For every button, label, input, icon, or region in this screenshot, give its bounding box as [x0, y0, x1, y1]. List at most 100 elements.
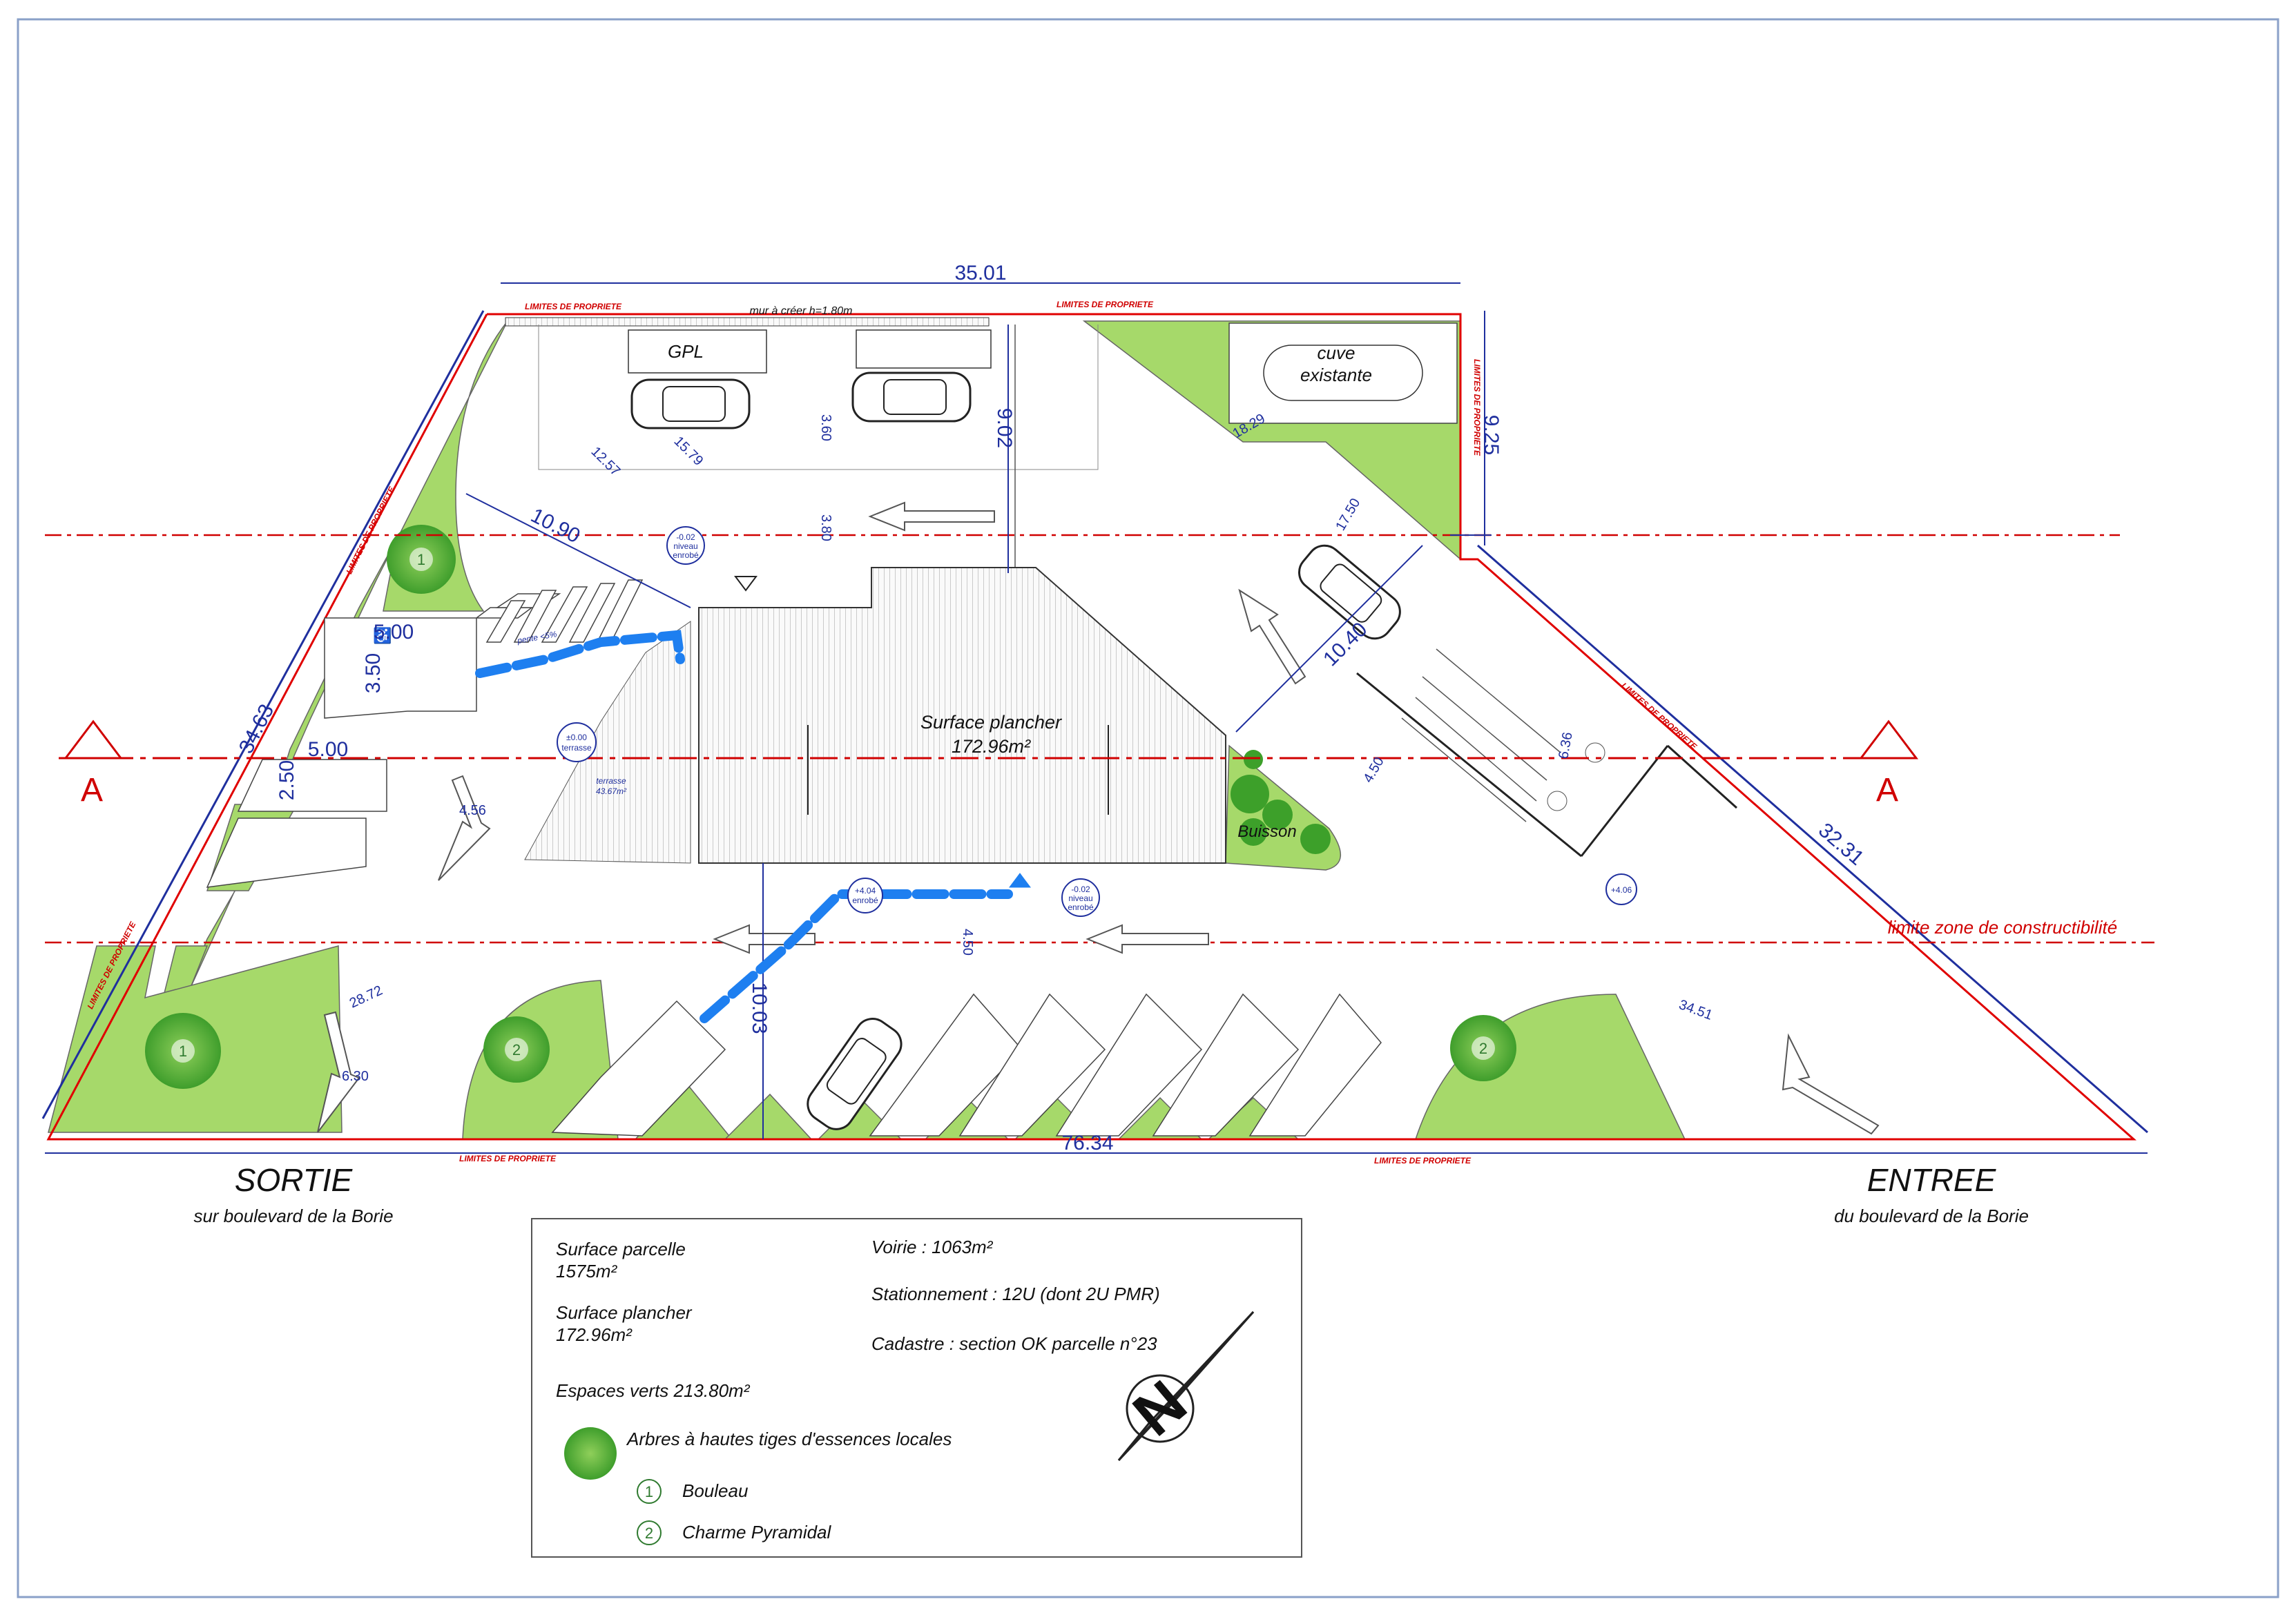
tree-2-bottom-left: 2	[483, 1016, 550, 1083]
svg-text:niveau: niveau	[673, 541, 697, 551]
dim-road-depth: 10.03	[748, 982, 771, 1034]
tree-1-left-bottom: 1	[145, 1013, 221, 1089]
property-label-right: LIMITES DE PROPRIETE	[1619, 681, 1699, 752]
level-tag-terrace: ±0.00 terrasse	[557, 722, 597, 762]
dim-small-b: 12.57	[588, 444, 623, 479]
section-marker-right	[1858, 719, 1919, 760]
svg-text:-0.02: -0.02	[1071, 884, 1090, 894]
level-tag-bottom-1: +4.04 enrobé	[847, 878, 883, 913]
dim-small-m: 6.36	[1556, 731, 1575, 760]
wall-label: mur à créer h=1.80m	[750, 305, 853, 317]
tree-2-bottom-right: 2	[1450, 1015, 1516, 1081]
legend-tree2-name: Charme Pyramidal	[682, 1522, 832, 1543]
car-right	[1298, 544, 1401, 640]
legend-green-spaces: Espaces verts 213.80m²	[556, 1380, 751, 1401]
entree-sub: du boulevard de la Borie	[1834, 1206, 2029, 1226]
dim-small-g: 4.50	[960, 929, 975, 956]
dim-stall-width-2: 2.50	[276, 760, 298, 800]
entree-label: ENTREE	[1867, 1162, 1997, 1198]
dim-small-j: 28.72	[347, 983, 385, 1011]
legend-tree2-marker	[637, 1520, 662, 1545]
dim-left-edge: 34.63	[235, 701, 278, 757]
property-label-top-right: LIMITES DE PROPRIETE	[1057, 300, 1154, 309]
legend-tree1-num: 1	[645, 1483, 653, 1500]
legend-floor-title: Surface plancher	[556, 1302, 693, 1323]
svg-text:2: 2	[512, 1041, 521, 1058]
dim-small-a: 15.79	[671, 434, 706, 469]
left-edge-line	[41, 310, 485, 1119]
legend-box: Surface parcelle 1575m² Surface plancher…	[531, 1218, 1302, 1558]
wall-top	[505, 317, 990, 327]
tree-1-left-top: 1	[387, 525, 456, 594]
svg-text:enrobé: enrobé	[673, 550, 699, 560]
dim-bottom-width: 76.34	[1061, 1132, 1113, 1154]
dim-parking-top: 9.02	[993, 408, 1016, 448]
legend-stationnement: Stationnement : 12U (dont 2U PMR)	[871, 1284, 1160, 1304]
property-label-right-top: LIMITES DE PROPRIETE	[1472, 359, 1482, 456]
car-bottom	[807, 1018, 903, 1130]
level-marker-top	[734, 576, 758, 592]
building-label: Surface plancher	[920, 712, 1062, 733]
right-canopy	[1356, 672, 1738, 858]
svg-text:terrasse: terrasse	[561, 743, 592, 753]
level-marker-bottom	[1009, 873, 1031, 888]
property-label-bottom-left: LIMITES DE PROPRIETE	[459, 1154, 557, 1163]
building-footprint	[698, 567, 1226, 864]
level-tag-right: +4.06	[1605, 873, 1637, 905]
top-parking-outline	[538, 325, 1099, 470]
constructibility-label: limite zone de constructibilité	[1888, 917, 2117, 938]
dim-right-top: 9.25	[1480, 415, 1503, 455]
legend-cadastre: Cadastre : section OK parcelle n°23	[871, 1333, 1157, 1354]
crosswalk	[474, 579, 644, 643]
property-label-top-left: LIMITES DE PROPRIETE	[525, 302, 622, 311]
dim-small-i: 4.56	[459, 803, 486, 818]
gpl-label: GPL	[668, 341, 704, 362]
svg-text:-0.02: -0.02	[676, 532, 695, 542]
pmr-icon-left: ♿	[373, 627, 392, 644]
pmr-path-bottom	[700, 889, 1013, 1023]
dim-diag-left: 10.90	[527, 504, 583, 548]
legend-tree1-marker	[637, 1479, 662, 1504]
green-bottom-4	[724, 1093, 813, 1140]
svg-text:enrobé: enrobé	[852, 896, 878, 905]
car-top-right	[851, 371, 972, 423]
bottom-stalls	[551, 993, 1382, 1137]
sortie-label: SORTIE	[235, 1162, 354, 1198]
building-area: 172.96m²	[952, 736, 1031, 757]
svg-text:enrobé: enrobé	[1068, 902, 1094, 912]
svg-text:±0.00: ±0.00	[566, 733, 587, 742]
terrace-area: 43.67m²	[596, 786, 627, 796]
right-stripes	[1401, 648, 1561, 822]
property-boundary	[46, 313, 2136, 1141]
level-tag-bottom-2: -0.02 niveau enrobé	[1061, 878, 1100, 917]
svg-text:1: 1	[179, 1043, 187, 1060]
svg-text:niveau: niveau	[1068, 893, 1092, 903]
cuve-label: cuve	[1318, 342, 1356, 363]
dimension-lines	[45, 282, 2148, 1154]
left-stalls	[206, 617, 477, 888]
legend-parcel-title: Surface parcelle	[556, 1239, 686, 1259]
legend-tree2-num: 2	[645, 1525, 653, 1542]
car-top-left	[630, 378, 751, 429]
legend-floor-value: 172.96m²	[556, 1324, 633, 1345]
legend-parcel-value: 1575m²	[556, 1261, 617, 1282]
section-label-left: A	[81, 772, 103, 809]
dim-stall-length-1: 5.00	[374, 621, 414, 644]
pmr-path-top	[475, 630, 685, 678]
level-tag-top: -0.02 niveau enrobé	[666, 526, 705, 565]
parking-box-top	[856, 329, 992, 369]
dim-small-l: 34.51	[1677, 997, 1715, 1023]
buisson-shrubs	[1231, 750, 1331, 854]
sheet-frame	[17, 18, 2279, 1598]
dim-stall-width-1: 3.50	[362, 653, 385, 693]
buisson-label: Buisson	[1237, 822, 1296, 841]
sortie-sub: sur boulevard de la Borie	[193, 1206, 393, 1226]
dim-small-e: 3.60	[818, 414, 833, 441]
dim-small-d: 17.50	[1333, 496, 1363, 533]
svg-text:2: 2	[1479, 1040, 1487, 1057]
legend-tree-swatch	[564, 1427, 617, 1480]
dim-top-width: 35.01	[954, 262, 1006, 284]
right-edge-line	[1477, 544, 2148, 1134]
svg-text:1: 1	[417, 551, 425, 568]
